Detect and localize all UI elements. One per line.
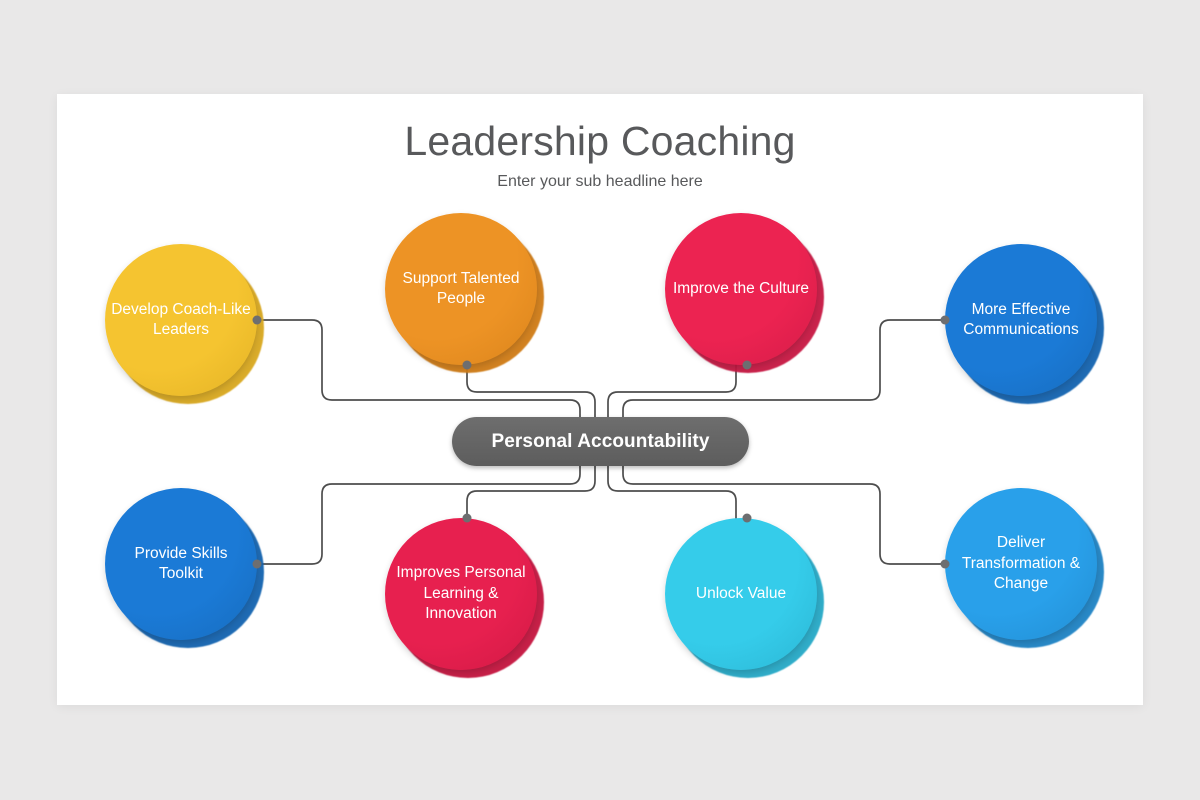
node-label-improves-personal-learning-innovation: Improves Personal Learning & Innovation [396, 564, 526, 623]
node-label-provide-skills-toolkit: Provide Skills Toolkit [134, 544, 228, 582]
page-subtitle: Enter your sub headline here [497, 173, 703, 190]
node-improve-the-culture[interactable]: Improve the Culture [665, 213, 817, 365]
connector-dot-more-effective-communications [940, 315, 950, 325]
node-support-talented-people[interactable]: Support Talented People [385, 213, 537, 365]
node-unlock-value[interactable]: Unlock Value [665, 518, 817, 670]
node-develop-coach-like-leaders[interactable]: Develop Coach-Like Leaders [105, 244, 257, 396]
connector-dot-improves-personal-learning-innovation [462, 513, 472, 523]
connector-dot-provide-skills-toolkit [252, 559, 262, 569]
node-label-develop-coach-like-leaders: Develop Coach-Like Leaders [111, 300, 251, 338]
node-more-effective-communications[interactable]: More Effective Communications [945, 244, 1097, 396]
hub-personal-accountability[interactable]: Personal Accountability [452, 417, 749, 466]
page-title: Leadership Coaching [404, 118, 796, 164]
node-label-deliver-transformation-change: Deliver Transformation & Change [961, 534, 1081, 593]
connector-dot-support-talented-people [462, 360, 472, 370]
node-label-improve-the-culture: Improve the Culture [672, 279, 810, 297]
connector-dot-improve-the-culture [742, 360, 752, 370]
connector-dot-develop-coach-like-leaders [252, 315, 262, 325]
node-label-unlock-value: Unlock Value [695, 584, 787, 602]
hub-label: Personal Accountability [491, 430, 710, 452]
connector-dot-unlock-value [742, 513, 752, 523]
node-label-more-effective-communications: More Effective Communications [963, 300, 1079, 338]
node-deliver-transformation-change[interactable]: Deliver Transformation & Change [945, 488, 1097, 640]
node-provide-skills-toolkit[interactable]: Provide Skills Toolkit [105, 488, 257, 640]
node-label-support-talented-people: Support Talented People [402, 269, 520, 307]
node-improves-personal-learning-innovation[interactable]: Improves Personal Learning & Innovation [385, 518, 537, 670]
connector-dot-deliver-transformation-change [940, 559, 950, 569]
